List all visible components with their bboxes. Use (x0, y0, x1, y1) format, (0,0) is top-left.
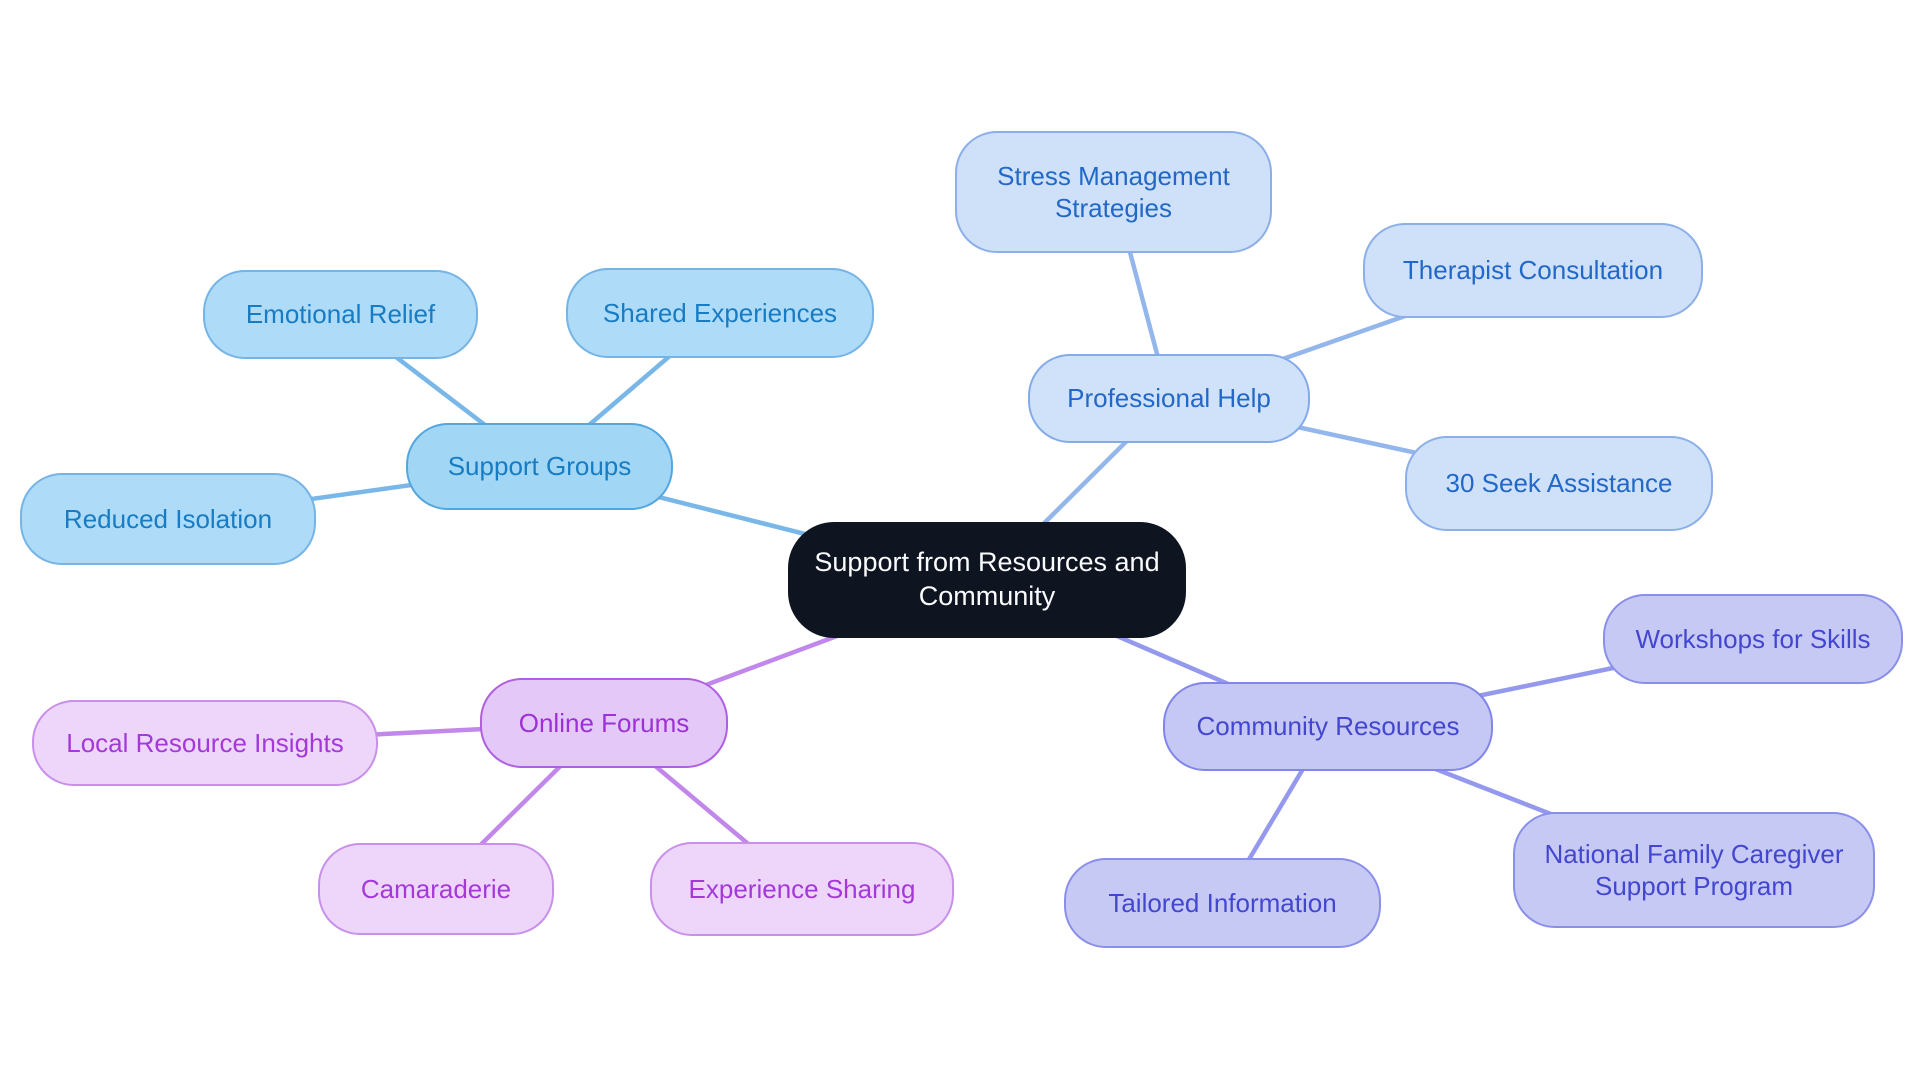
node-community-resources[interactable]: Community Resources (1163, 682, 1493, 771)
node-label: National Family Caregiver Support Progra… (1544, 838, 1844, 902)
node-label: Tailored Information (1108, 887, 1337, 918)
node-experience-sharing[interactable]: Experience Sharing (650, 842, 954, 936)
node-label: Therapist Consultation (1402, 255, 1664, 286)
node-shared-experiences[interactable]: Shared Experiences (566, 268, 874, 358)
node-label: Local Resource Insights (66, 727, 344, 758)
node-emotional-relief[interactable]: Emotional Relief (203, 270, 478, 359)
node-label: Community Resources (1196, 711, 1460, 742)
node-national-family-caregiver-support-program[interactable]: National Family Caregiver Support Progra… (1513, 812, 1875, 928)
node-label: Reduced Isolation (63, 503, 273, 534)
node-camaraderie[interactable]: Camaraderie (318, 843, 554, 935)
node-label: 30 Seek Assistance (1445, 468, 1673, 499)
node-tailored-information[interactable]: Tailored Information (1064, 858, 1381, 948)
node-workshops-for-skills[interactable]: Workshops for Skills (1603, 594, 1903, 684)
node-stress-management-strategies[interactable]: Stress Management Strategies (955, 131, 1272, 253)
node-professional-help[interactable]: Professional Help (1028, 354, 1310, 443)
node-online-forums[interactable]: Online Forums (480, 678, 728, 768)
node-label: Emotional Relief (245, 299, 436, 330)
node-label: Professional Help (1067, 383, 1271, 414)
node-root-label: Support from Resources and Community (814, 547, 1160, 611)
node-label: Shared Experiences (602, 297, 838, 328)
node-reduced-isolation[interactable]: Reduced Isolation (20, 473, 316, 565)
node-label: Support Groups (447, 451, 632, 482)
node-label: Stress Management Strategies (997, 160, 1230, 224)
node-therapist-consultation[interactable]: Therapist Consultation (1363, 223, 1703, 318)
node-support-groups[interactable]: Support Groups (406, 423, 673, 510)
node-label: Experience Sharing (688, 873, 916, 904)
node-seek-assistance[interactable]: 30 Seek Assistance (1405, 436, 1713, 531)
node-label: Online Forums (518, 707, 690, 738)
node-label: Workshops for Skills (1635, 623, 1871, 654)
node-local-resource-insights[interactable]: Local Resource Insights (32, 700, 378, 786)
node-label: Camaraderie (360, 873, 512, 904)
node-root[interactable]: Support from Resources and Community (788, 522, 1186, 638)
